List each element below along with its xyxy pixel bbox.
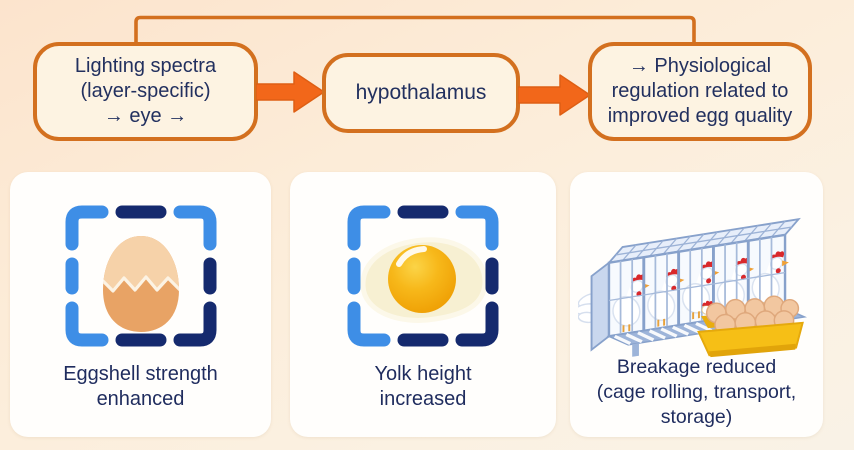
focus-frame-icon bbox=[347, 205, 499, 347]
card-caption: Breakage reduced (cage rolling, transpor… bbox=[596, 356, 797, 429]
flow-box-label: hypothalamus bbox=[355, 80, 487, 104]
flow-arrow-2-icon bbox=[518, 74, 590, 116]
card-caption: Eggshell strength enhanced bbox=[63, 362, 218, 411]
flow-arrow-1-icon bbox=[256, 71, 324, 113]
hen-cage-icon bbox=[577, 217, 807, 358]
card-eggshell-strength: Eggshell strength enhanced bbox=[10, 172, 271, 437]
egg-tray-icon bbox=[696, 295, 804, 358]
flow-box-physiological-regulation: → Physiological regulation related to im… bbox=[588, 42, 812, 141]
card-caption: Yolk height increased bbox=[374, 362, 472, 411]
card-yolk-height: Yolk height increased bbox=[290, 172, 556, 437]
flow-box-hypothalamus: hypothalamus bbox=[322, 53, 520, 133]
cracked-egg-icon bbox=[65, 205, 216, 347]
flow-box-label: → Physiological regulation related to im… bbox=[607, 54, 793, 128]
focus-frame-icon bbox=[65, 205, 216, 347]
flow-box-label: Lighting spectra (layer-specific) → eye … bbox=[74, 54, 217, 128]
flow-box-lighting-spectra: Lighting spectra (layer-specific) → eye … bbox=[33, 42, 258, 141]
fried-egg-icon bbox=[347, 205, 499, 347]
card-breakage-reduced: Breakage reduced (cage rolling, transpor… bbox=[570, 172, 823, 437]
